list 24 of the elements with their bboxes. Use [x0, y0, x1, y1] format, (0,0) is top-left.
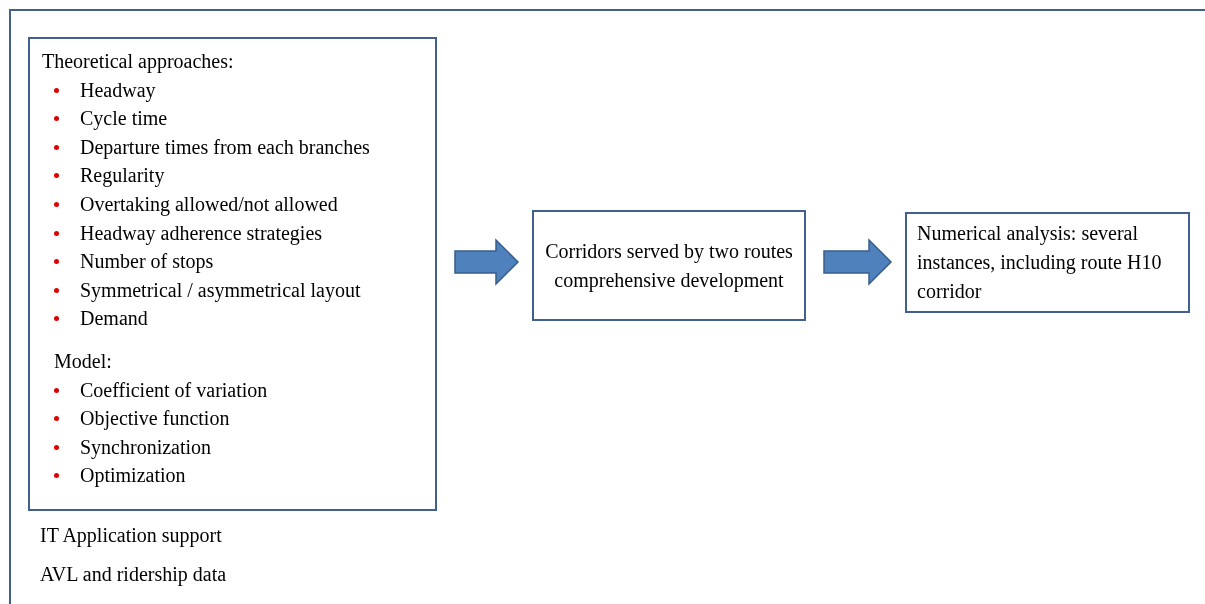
- list-heading: Model:: [54, 349, 112, 373]
- block-arrow: [454, 238, 520, 286]
- list-heading: Theoretical approaches:: [42, 49, 234, 73]
- list-item: Symmetrical / asymmetrical layout: [80, 277, 361, 302]
- list-item: Objective function: [80, 406, 230, 431]
- list-item: Overtaking allowed/not allowed: [80, 192, 338, 216]
- list-item: Demand: [80, 306, 148, 331]
- list-item: Regularity: [80, 163, 165, 188]
- process-box: [532, 210, 806, 321]
- note-text: AVL and ridership data: [40, 563, 227, 586]
- box-text: Corridors served by two routes comprehensive development: [544, 238, 794, 294]
- list-item: Departure times from each branches: [80, 134, 370, 159]
- list-item: Synchronization: [80, 434, 212, 459]
- list-item: Coefficient of variation: [80, 377, 268, 402]
- list-item: Headway: [80, 77, 156, 102]
- block-arrow: [823, 238, 893, 286]
- box-text: Numerical analysis: several instances, including route H10 corridor: [916, 221, 1163, 304]
- list-item: Optimization: [80, 463, 186, 488]
- process-box: [905, 212, 1190, 313]
- list-item: Headway adherence strategies: [80, 220, 323, 245]
- list-item: Cycle time: [80, 106, 168, 131]
- process-box: [28, 37, 437, 511]
- note-text: IT Application support: [40, 524, 222, 547]
- list-item: Number of stops: [80, 249, 214, 274]
